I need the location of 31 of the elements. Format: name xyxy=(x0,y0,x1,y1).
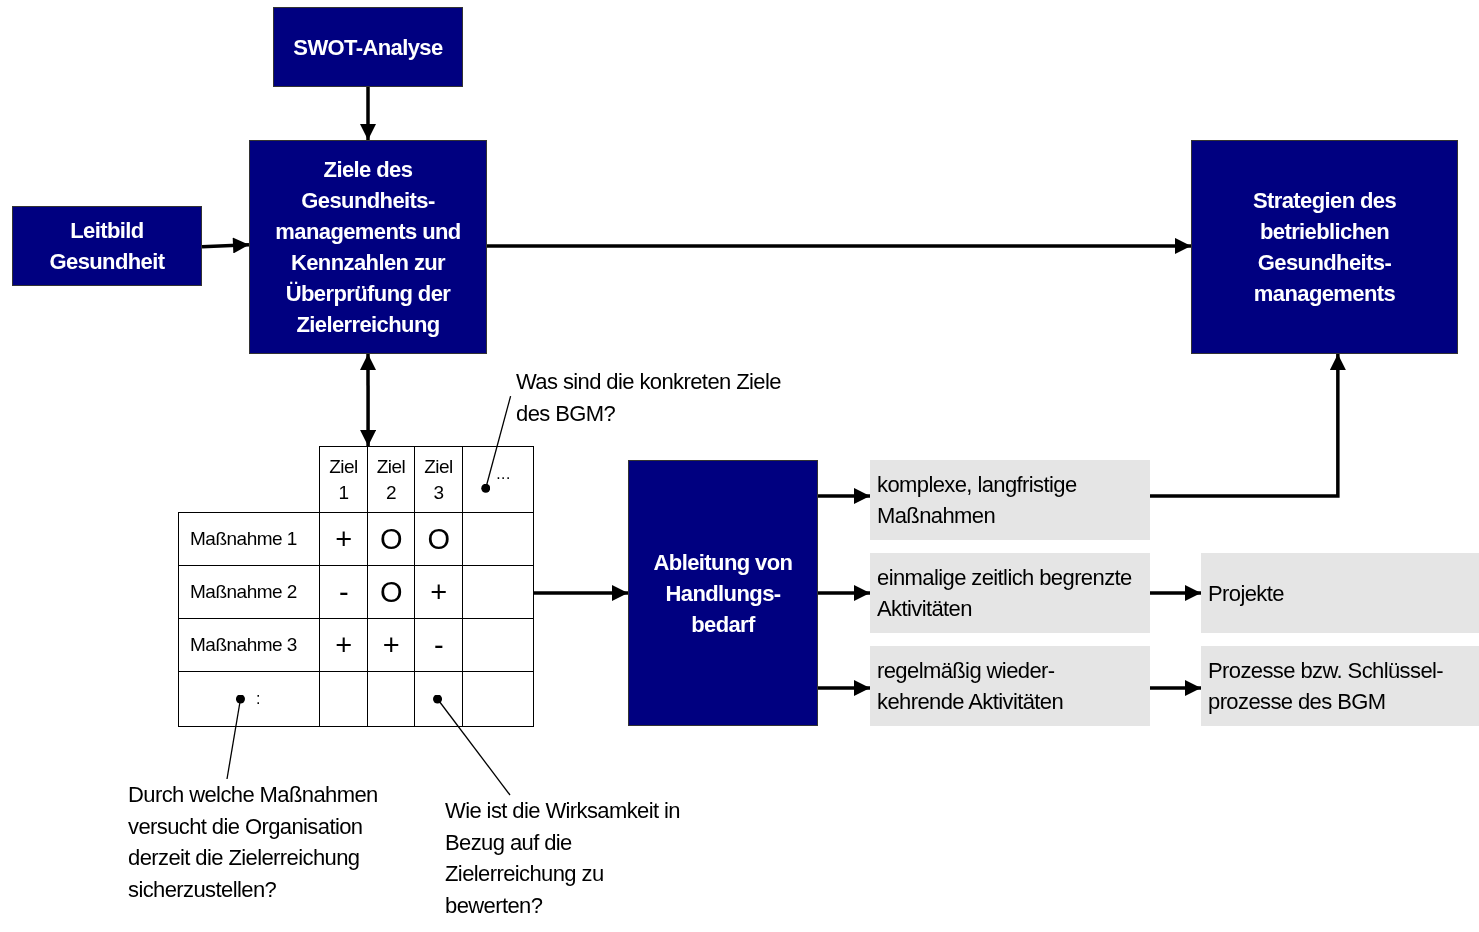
arrow xyxy=(818,585,870,601)
process-box: Prozesse bzw. Schlüssel- prozesse des BGM xyxy=(1201,646,1479,726)
table-cell: : xyxy=(178,671,320,727)
table-cell: Maßnahme 1 xyxy=(178,512,320,566)
arrow xyxy=(487,237,1191,254)
arrow xyxy=(360,354,377,446)
callout-text: Wie ist die Wirksamkeit in Bezug auf die Zielerreichung zu bewerten? xyxy=(445,795,705,923)
process-box: Ziele des Gesundheits- managements und Kennzahlen zur Überprüfung der Zielerreichung xyxy=(249,140,487,354)
process-box: einmalige zeitlich begrenzte Aktivitäten xyxy=(870,553,1150,633)
process-box: SWOT-Analyse xyxy=(273,7,463,87)
process-box: Strategien des betrieblichen Gesundheits- managements xyxy=(1191,140,1458,354)
arrow xyxy=(360,87,376,140)
arrow xyxy=(1150,585,1201,601)
callout-text: Durch welche Maßnahmen versucht die Organisation derzeit die Zielerreichung sicherzustellen? xyxy=(128,779,403,932)
arrow xyxy=(1150,354,1346,498)
callout-text: Was sind die konkreten Ziele des BGM? xyxy=(516,366,786,430)
process-box: komplexe, langfristige Maßnahmen xyxy=(870,460,1150,540)
arrow xyxy=(201,237,250,254)
process-box: regelmäßig wieder- kehrende Aktivitäten xyxy=(870,646,1150,726)
process-box: Projekte xyxy=(1201,553,1479,633)
arrow xyxy=(818,487,870,504)
leader-line xyxy=(481,395,512,493)
arrow xyxy=(818,680,870,696)
arrow xyxy=(1150,680,1201,696)
leader-line xyxy=(226,694,245,780)
process-box: Leitbild Gesundheit xyxy=(12,206,202,286)
process-box: Ableitung von Handlungs- bedarf xyxy=(628,460,818,726)
table-cell: ··· xyxy=(462,446,534,513)
leader-line xyxy=(433,694,511,796)
arrow xyxy=(534,585,628,601)
table-cell: Ziel 1 xyxy=(319,446,368,513)
